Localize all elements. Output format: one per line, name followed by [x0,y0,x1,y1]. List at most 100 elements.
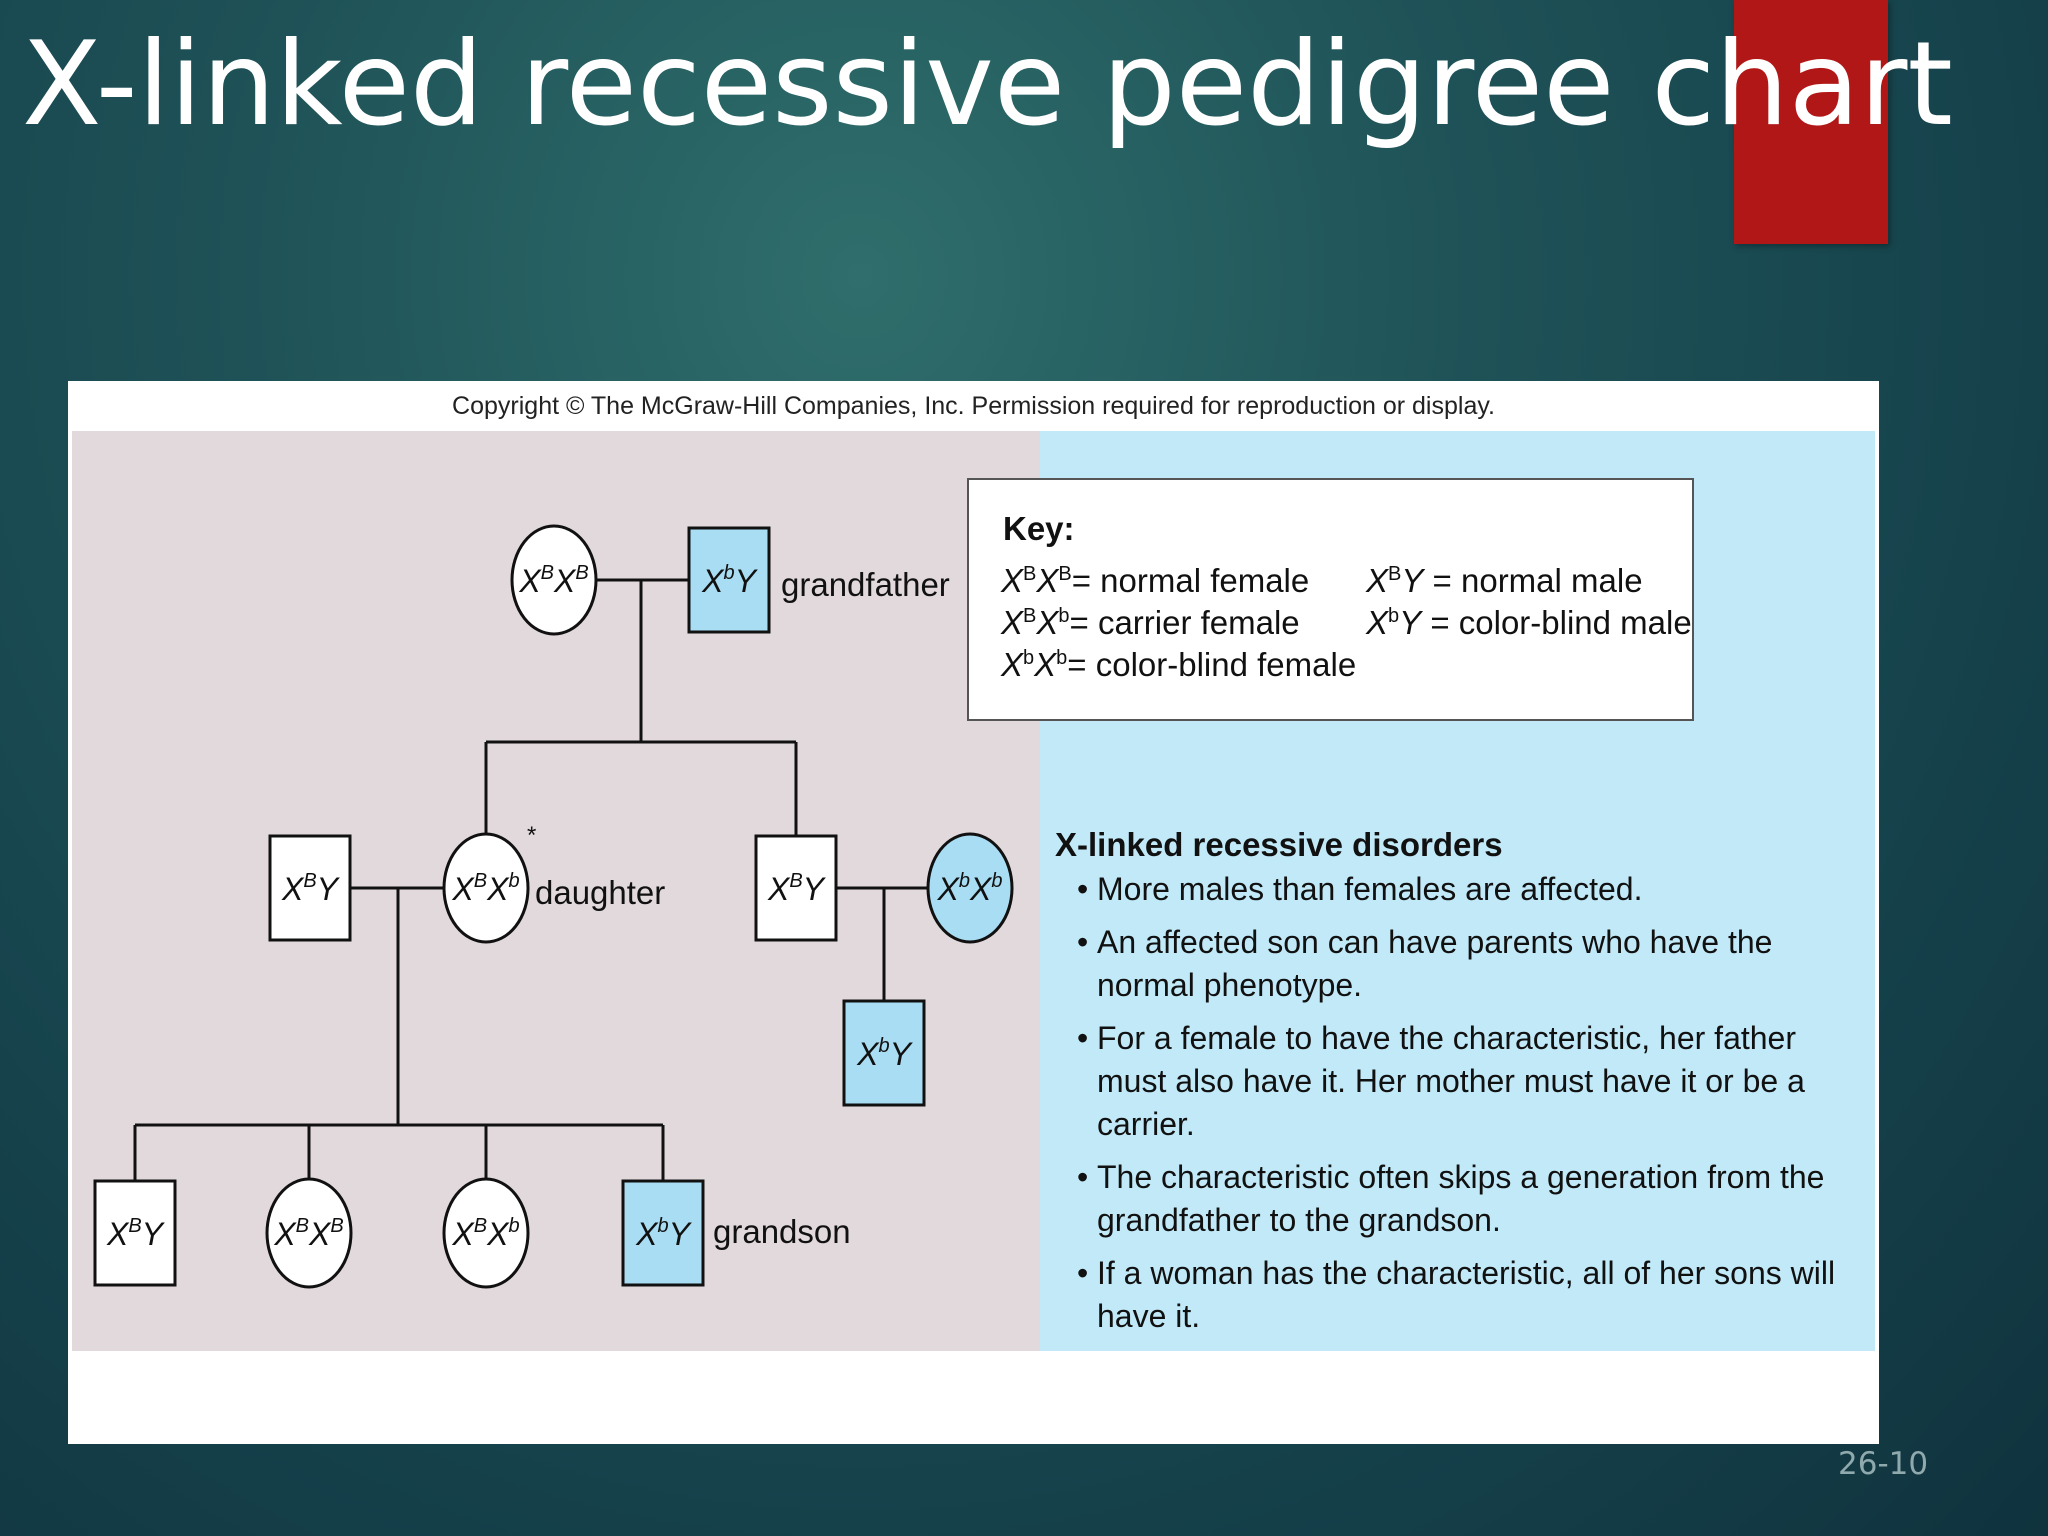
key-allele: B [1388,563,1402,585]
key-entry: XbY = color-blind male [1366,604,1692,642]
accent-bar [1734,0,1888,244]
disorder-bullet: An affected son can have parents who hav… [1055,921,1855,1007]
individual-son-wife: XbXb [926,832,1014,944]
allele-superscript: B [474,870,487,892]
individual-grandchild-2: XBXB [265,1177,353,1289]
genotype-label: XBXb [451,1215,519,1252]
allele-superscript: B [474,1215,487,1237]
chromosome-letter: Y [142,1216,166,1252]
male-square [621,1179,705,1287]
genotype-label: XBY [281,870,341,907]
chromosome-letter: X [701,563,725,599]
chromosome-letter: X [281,871,305,907]
chromosome-letter: X [635,1216,659,1252]
female-circle [926,832,1014,944]
male-square [754,834,838,942]
key-description: = color-blind male [1421,604,1692,641]
key-chromosome: X [1034,646,1057,683]
chromosome-letter: Y [890,1036,914,1072]
key-chromosome: X [1036,604,1059,641]
key-entry: XbXb= color-blind female [1001,646,1356,684]
key-chromosome: X [1001,646,1024,683]
individual-grandchild-1: XBY [93,1179,177,1287]
male-square [842,999,926,1107]
individual-grandfather: XbY [687,526,771,634]
key-description: = normal female [1071,562,1310,599]
pedigree-figure: Copyright © The McGraw-Hill Companies, I… [68,381,1879,1444]
chromosome-letter: X [969,871,993,907]
individual-daughter-husband: XBY [268,834,352,942]
chromosome-letter: X [451,871,475,907]
allele-superscript: B [128,1215,141,1237]
key-allele: b [1058,605,1070,627]
allele-superscript: B [296,1215,309,1237]
key-allele: B [1023,563,1037,585]
key-description: = color-blind female [1067,646,1357,683]
slide-title: X-linked recessive pedigree chart [22,17,1953,152]
disorder-bullet: If a woman has the characteristic, all o… [1055,1252,1855,1338]
daughter-label: daughter [535,874,665,911]
pedigree-lines [133,578,930,1183]
key-allele: b [1056,647,1068,669]
female-circle [442,832,530,944]
chromosome-letter: X [486,871,510,907]
female-circle [265,1177,353,1289]
disorder-bullet: More males than females are affected. [1055,868,1855,911]
female-circle [442,1177,530,1289]
key-chromosome: Y [1399,604,1422,641]
key-allele: b [1388,605,1400,627]
copyright-notice: Copyright © The McGraw-Hill Companies, I… [452,392,1495,420]
individual-son: XBY [754,834,838,942]
chromosome-letter: X [106,1216,130,1252]
chromosome-letter: Y [735,563,759,599]
key-entry: XBXb= carrier female [1001,604,1300,642]
genotype-label: XbXb [937,870,1003,907]
genotype-label: XBXB [518,562,588,599]
genotype-label: XBY [106,1215,166,1252]
key-chromosome: X [1036,562,1059,599]
slide-number: 26-10 [1838,1446,1929,1482]
disorders-list: More males than females are affected. An … [1055,868,1855,1338]
key-chromosome: X [1001,604,1024,641]
allele-superscript: b [657,1215,668,1237]
allele-superscript: B [303,870,316,892]
key-entry: XBXB= normal female [1001,562,1309,600]
chromosome-letter: Y [317,871,341,907]
key-description: = carrier female [1069,604,1300,641]
female-circle [510,524,598,636]
chromosome-letter: X [553,563,577,599]
key-allele: B [1023,605,1037,627]
allele-superscript: B [575,562,588,584]
chromosome-letter: X [308,1216,332,1252]
key-chromosome: X [1001,562,1024,599]
disorders-heading: X-linked recessive disorders [1055,826,1503,863]
male-square [93,1179,177,1287]
chromosome-letter: X [486,1216,510,1252]
genotype-label: XbY [856,1035,913,1072]
allele-superscript: B [330,1215,343,1237]
individual-grandson: XbY [621,1179,705,1287]
key-entry: XBY = normal male [1366,562,1643,600]
chromosome-letter: X [937,871,961,907]
key-allele: B [1058,563,1072,585]
chromosome-letter: X [518,563,542,599]
chromosome-letter: Y [803,871,827,907]
genotype-label: XbY [701,562,758,599]
genotype-label: XBXb [451,870,519,907]
individual-grandchild-3: XBXb [442,1177,530,1289]
chromosome-letter: X [767,871,791,907]
key-chromosome: X [1366,562,1389,599]
key-chromosome: Y [1401,562,1424,599]
key-chromosome: X [1366,604,1389,641]
chromosome-letter: X [273,1216,297,1252]
chromosome-letter: Y [669,1216,693,1252]
grandfather-label: grandfather [781,566,950,603]
allele-superscript: b [723,562,734,584]
chromosome-letter: X [451,1216,475,1252]
grandson-label: grandson [713,1213,851,1250]
asterisk-mark: * [527,822,536,849]
disorder-bullet: For a female to have the characteristic,… [1055,1017,1855,1146]
